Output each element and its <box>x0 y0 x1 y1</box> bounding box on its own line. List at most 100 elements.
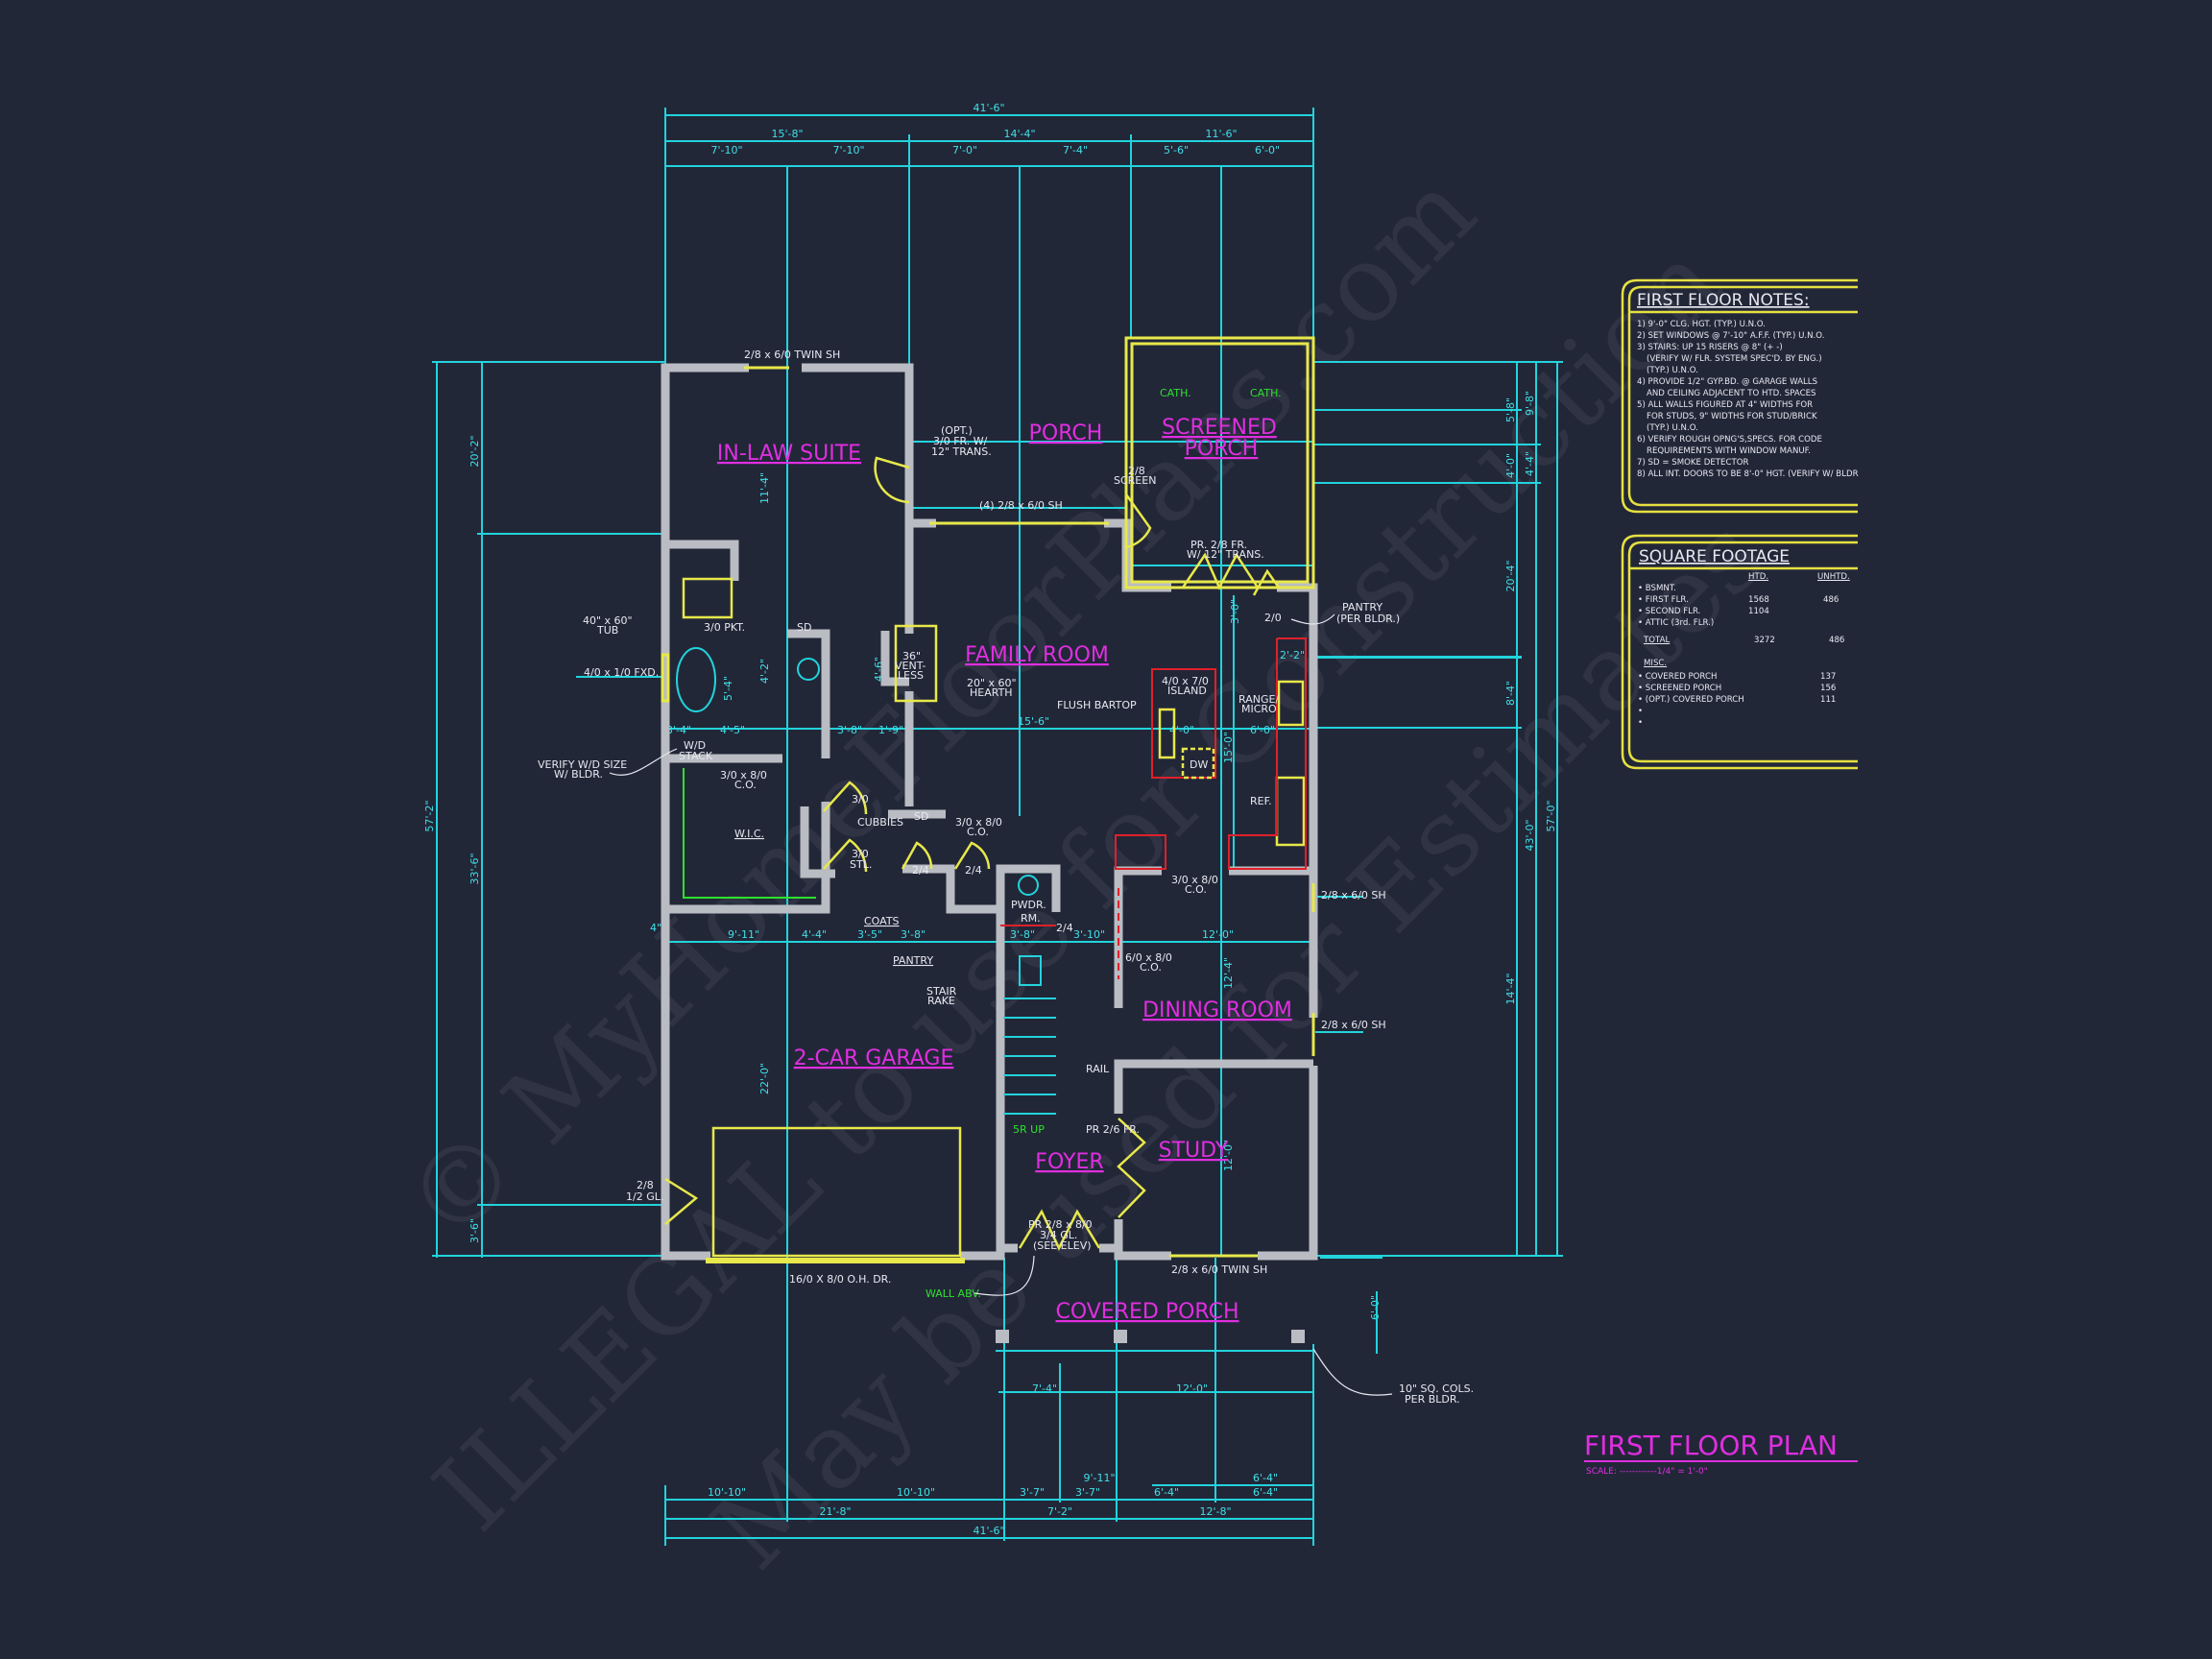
sqft-misc-row: • COVERED PORCH 137 <box>1638 672 1857 684</box>
dim-interior: 5'-4" <box>722 676 734 701</box>
note: 10" SQ. COLS. <box>1399 1382 1474 1395</box>
sqft-cell: • FIRST FLR. <box>1638 595 1689 605</box>
note: VERIFY W/D SIZE <box>538 758 627 771</box>
note: 3/0 FR. W/ <box>933 435 988 447</box>
sqft-total-htd: 3272 <box>1754 636 1775 645</box>
watermark: © MyHomeFloorPlans.com ILLEGAL to use fo… <box>382 149 1788 1592</box>
dim-right-mid: 43'-0" <box>1524 819 1536 851</box>
room-screened-porch: SCREENED <box>1162 416 1277 440</box>
note: PR. 2/8 FR. <box>1190 539 1247 551</box>
note-line: (TYP.) U.N.O. <box>1647 423 1698 433</box>
note: COATS <box>864 915 900 927</box>
note: 40" x 60" <box>583 614 633 627</box>
note-line: 8) ALL INT. DOORS TO BE 8'-0" HGT. (VERI… <box>1637 469 1859 479</box>
note: VENT- <box>895 660 926 672</box>
note: 4/0 x 1/0 FXD. <box>584 666 659 679</box>
note: C.O. <box>967 826 989 838</box>
fixtures <box>676 647 1056 1115</box>
note: 2/8 <box>1128 465 1145 477</box>
note: 2/8 x 6/0 TWIN SH <box>744 349 840 361</box>
note-line: 7) SD = SMOKE DETECTOR <box>1637 458 1749 468</box>
dim-interior: 3'-0" <box>1229 599 1241 624</box>
dim-interior: 4'-2" <box>758 659 771 684</box>
sqft-cell: 137 <box>1820 672 1837 682</box>
dim-bottom: 21'-8" <box>819 1505 851 1518</box>
room-dining-room: DINING ROOM <box>1142 998 1292 1022</box>
note: STAIR <box>926 985 957 998</box>
dim-interior: 4'-4" <box>802 928 827 941</box>
note: 2/8 x 6/0 SH <box>1321 1019 1386 1031</box>
dim-bottom: 6'-4" <box>1154 1486 1179 1499</box>
dim-interior: 1'-9" <box>878 724 903 736</box>
note: SD <box>797 621 811 634</box>
note: W/ BLDR. <box>554 768 603 781</box>
room-in-law-suite: IN-LAW SUITE <box>717 442 861 466</box>
dim-left-part: 20'-2" <box>469 435 481 467</box>
sqft-cell <box>1748 618 1823 630</box>
left-dimensions: 57'-2" 20'-2" 33'-6" 3'-6" <box>423 361 665 1258</box>
note: PWDR. <box>1011 899 1046 911</box>
sqft-cell: 111 <box>1820 695 1837 705</box>
note: 2/4 <box>1056 922 1073 934</box>
note: (4) 2/8 x 6/0 SH <box>979 499 1063 512</box>
note: CUBBIES <box>857 816 903 829</box>
note-line: (TYP.) U.N.O. <box>1647 366 1698 375</box>
dim-interior: 12'-4" <box>1222 957 1235 989</box>
dim-right-inner: 5'-8" <box>1504 397 1517 422</box>
note: MICRO <box>1241 703 1277 715</box>
dim-interior: 4'-5" <box>720 724 745 736</box>
sqft-cell: • BSMNT. <box>1638 584 1676 593</box>
dim-top-detail: 7'-10" <box>832 144 864 156</box>
note: 1/2 GL. <box>626 1190 663 1203</box>
note: DW <box>1190 758 1208 771</box>
note: ISLAND <box>1167 685 1207 697</box>
note: 2/0 <box>1264 612 1282 624</box>
sqft-cell: 1104 <box>1748 607 1769 616</box>
room-covered-porch: COVERED PORCH <box>1055 1300 1238 1324</box>
note: PER BLDR. <box>1405 1393 1460 1406</box>
dim-interior: 3'-8" <box>837 724 862 736</box>
note: RAIL <box>1086 1063 1110 1075</box>
dim-bottom: 7'-2" <box>1047 1505 1072 1518</box>
note: W/D <box>684 739 706 752</box>
note: 5R UP <box>1013 1123 1045 1136</box>
sqft-title: SQUARE FOOTAGE <box>1639 547 1790 566</box>
note: 3/0 PKT. <box>704 621 745 634</box>
dim-right-inner: 14'-4" <box>1504 973 1517 1004</box>
note: (PER BLDR.) <box>1336 613 1400 625</box>
note: PANTRY <box>893 954 933 967</box>
dim-right-mid: 4'-4" <box>1524 451 1536 476</box>
note: PR 2/8 x 8/0 <box>1028 1218 1093 1231</box>
note-line: 1) 9'-0" CLG. HGT. (TYP.) U.N.O. <box>1637 320 1766 329</box>
notes-title: FIRST FLOOR NOTES: <box>1637 291 1810 310</box>
sqft-col-htd: HTD. <box>1748 572 1769 582</box>
sqft-cell <box>1748 584 1823 595</box>
note: (OPT.) <box>941 424 973 437</box>
sqft-misc-label: MISC. <box>1644 659 1668 668</box>
note: SCREEN <box>1114 474 1156 487</box>
note: WALL ABV. <box>926 1287 981 1300</box>
sqft-cell: • ATTIC (3rd. FLR.) <box>1638 618 1715 628</box>
note: PANTRY <box>1342 601 1382 613</box>
dim-left-total: 57'-2" <box>423 800 436 831</box>
dim-right-inner: 8'-4" <box>1504 681 1517 706</box>
note-line: 6) VERIFY ROUGH OPNG'S,SPECS. FOR CODE <box>1637 435 1822 445</box>
note: CATH. <box>1160 387 1191 399</box>
note: 3/4 GL. <box>1040 1229 1077 1241</box>
sqft-cell: • COVERED PORCH <box>1638 672 1718 682</box>
bottom-dimensions: 9'-11" 6'-4" 10'-10" 10'-10" 3'-7" 3'-7"… <box>664 1256 1314 1546</box>
note: HEARTH <box>970 686 1013 699</box>
dim-top-mid: 15'-8" <box>771 128 803 140</box>
note-line: 4) PROVIDE 1/2" GYP.BD. @ GARAGE WALLS <box>1637 377 1818 387</box>
note: 2/8 <box>637 1179 654 1191</box>
note: RM. <box>1021 912 1041 925</box>
dim-right-inner: 4'-0" <box>1504 453 1517 478</box>
dim-top-mid: 14'-4" <box>1003 128 1035 140</box>
note: 6/0 x 8/0 <box>1125 951 1172 964</box>
note-line: FOR STUDS, 9" WIDTHS FOR STUD/BRICK <box>1647 412 1817 421</box>
note: STL. <box>850 858 872 871</box>
note: SD <box>914 810 928 823</box>
dim-interior: 9'-11" <box>728 928 759 941</box>
